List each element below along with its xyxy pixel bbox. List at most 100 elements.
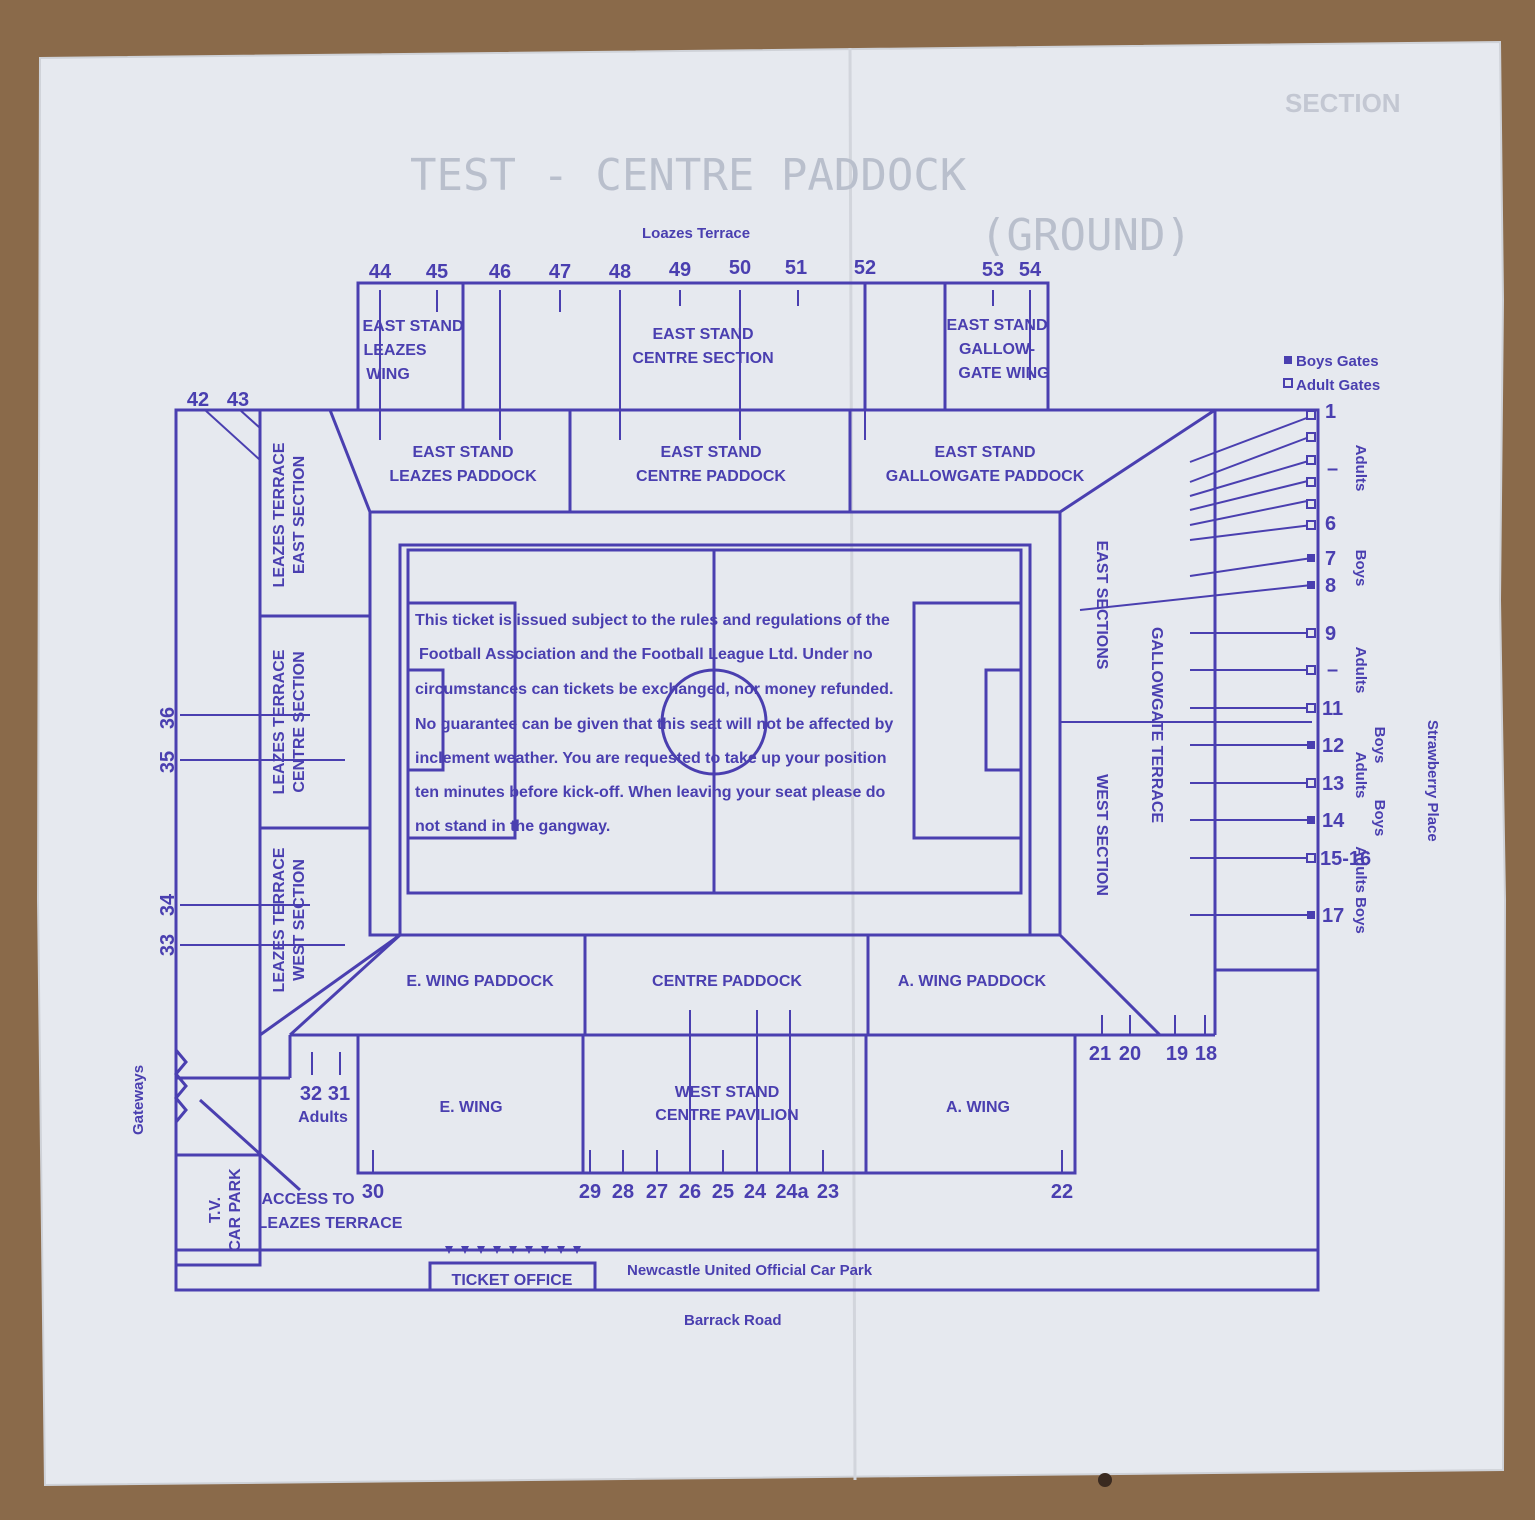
east-gallowgate-paddock-l1: EAST STAND	[934, 444, 1035, 461]
ticket-office-label: TICKET OFFICE	[452, 1272, 573, 1289]
legend-adults: Adult Gates	[1296, 377, 1380, 394]
east-gallowgate-wing-l3: GATE WING	[958, 365, 1049, 382]
right-gate-labels: Adults Boys Adults Boys Adults Boys Adul…	[1352, 445, 1388, 934]
tv-car-park	[174, 1153, 262, 1267]
gate-33: 33	[157, 934, 179, 956]
notice-line-4: No guarantee can be given that this seat…	[415, 716, 893, 733]
divider	[288, 933, 402, 1037]
gate-14: 14	[1322, 810, 1345, 832]
gate-dash-2: –	[1327, 659, 1338, 681]
gate-13: 13	[1322, 773, 1344, 795]
paper-fold	[848, 47, 857, 1481]
gate-49: 49	[669, 259, 691, 281]
leazes-centre-l1: LEAZES TERRACE	[271, 649, 288, 794]
divider	[328, 409, 372, 513]
gate-22: 22	[1051, 1181, 1073, 1203]
gate-11: 11	[1322, 698, 1343, 720]
gate-20: 20	[1119, 1043, 1141, 1065]
right-boys-3: Boys	[1371, 800, 1388, 837]
area-labels: EAST STAND LEAZES WING EAST STAND CENTRE…	[258, 317, 1085, 1289]
east-leazes-wing-l2: LEAZES	[363, 342, 426, 359]
right-goal-box	[984, 668, 1023, 772]
gate-9: 9	[1325, 623, 1336, 645]
gate-52: 52	[854, 257, 876, 279]
gate-36: 36	[157, 707, 179, 729]
adult-gate-markers	[1306, 410, 1316, 863]
ticket-paper	[36, 40, 1507, 1487]
east-centre-paddock-l1: EAST STAND	[660, 444, 761, 461]
gate-15-16: 15-16	[1320, 848, 1371, 870]
gate-42: 42	[187, 389, 209, 411]
left-gate-arrows	[180, 409, 345, 946]
gate-48: 48	[609, 261, 631, 283]
gate-7: 7	[1325, 548, 1336, 570]
paper-hole	[1098, 1473, 1112, 1487]
road-left: Gateways	[130, 1065, 147, 1135]
east-gallowgate-wing-l2: GALLOW-	[959, 341, 1035, 358]
notice-line-7: not stand in the gangway.	[415, 818, 610, 835]
notice-line-6: ten minutes before kick-off. When leavin…	[415, 784, 886, 801]
leazes-centre-l2: CENTRE SECTION	[291, 651, 308, 792]
access-l2: LEAZES TERRACE	[258, 1215, 403, 1232]
access-l1: ACCESS TO	[261, 1191, 354, 1208]
e-wing-paddock: E. WING PADDOCK	[406, 973, 554, 990]
gate-1: 1	[1325, 401, 1336, 423]
right-adults-3: Adults	[1352, 752, 1369, 799]
right-adults-2: Adults	[1352, 647, 1369, 694]
west-centre-pavilion-l2: CENTRE PAVILION	[655, 1107, 798, 1124]
ticket-office-arrows	[445, 1246, 581, 1254]
legend-boys: Boys Gates	[1296, 353, 1379, 370]
east-leazes-wing-l3: WING	[366, 366, 410, 383]
tv-car-park-l1: T.V.	[207, 1197, 224, 1223]
gate-28: 28	[612, 1181, 634, 1203]
divider	[1059, 408, 1216, 514]
gate-26: 26	[679, 1181, 701, 1203]
adults-note: Adults	[298, 1109, 348, 1126]
legend-boys-marker	[1284, 356, 1292, 364]
boys-gate-markers	[1307, 554, 1315, 919]
gate-31: 31	[328, 1083, 350, 1105]
east-leazes-paddock-l2: LEAZES PADDOCK	[389, 468, 537, 485]
gate-27: 27	[646, 1181, 668, 1203]
leazes-east-l2: EAST SECTION	[291, 456, 308, 574]
right-adults-boys: Adults Boys	[1352, 846, 1369, 934]
east-centre-section-l2: CENTRE SECTION	[632, 350, 773, 367]
gate-51: 51	[785, 257, 807, 279]
east-leazes-wing-l1: EAST STAND	[362, 318, 463, 335]
left-goal-box	[406, 668, 445, 772]
gallow-east: EAST SECTIONS	[1093, 541, 1110, 670]
right-gate-arrows	[1060, 415, 1313, 916]
top-gate-arrows	[379, 290, 1031, 440]
gate-dash-1: –	[1327, 458, 1338, 480]
gate-numbers-top: 44 45 46 47 48 49 50 51 52 53 54 42 43	[187, 257, 1042, 411]
gate-46: 46	[489, 261, 511, 283]
gate-53: 53	[982, 259, 1004, 281]
a-wing-paddock: A. WING PADDOCK	[898, 973, 1047, 990]
gateways-zigzag	[174, 1049, 188, 1123]
leazes-west-l1: LEAZES TERRACE	[271, 847, 288, 992]
gate-45: 45	[426, 261, 448, 283]
gate-30: 30	[362, 1181, 384, 1203]
a-wing: A. WING	[946, 1099, 1010, 1116]
gate-44: 44	[369, 261, 392, 283]
gate-12: 12	[1322, 735, 1344, 757]
gate-8: 8	[1325, 575, 1336, 597]
east-leazes-paddock-l1: EAST STAND	[412, 444, 513, 461]
gate-21: 21	[1089, 1043, 1111, 1065]
east-stand-block	[356, 281, 1050, 412]
gate-29: 29	[579, 1181, 601, 1203]
gate-numbers-left: 36 35 34 33	[157, 707, 179, 956]
east-gallowgate-paddock-l2: GALLOWGATE PADDOCK	[886, 468, 1085, 485]
gate-numbers-right: 1 – 6 7 8 9 – 11 12 13 14 15-16 17	[1320, 401, 1371, 927]
road-bottom: Barrack Road	[684, 1312, 782, 1329]
gate-47: 47	[549, 261, 571, 283]
gate-24a: 24a	[775, 1181, 809, 1203]
gate-43: 43	[227, 389, 249, 411]
road-car-park: Newcastle United Official Car Park	[627, 1262, 873, 1279]
notice-line-2: Football Association and the Football Le…	[419, 646, 873, 663]
road-top: Loazes Terrace	[642, 225, 750, 242]
gate-numbers-bottom: 21 20 19 18 32 31 30 29 28 27 26 25 24 2…	[300, 1043, 1217, 1203]
east-centre-section-l1: EAST STAND	[652, 326, 753, 343]
